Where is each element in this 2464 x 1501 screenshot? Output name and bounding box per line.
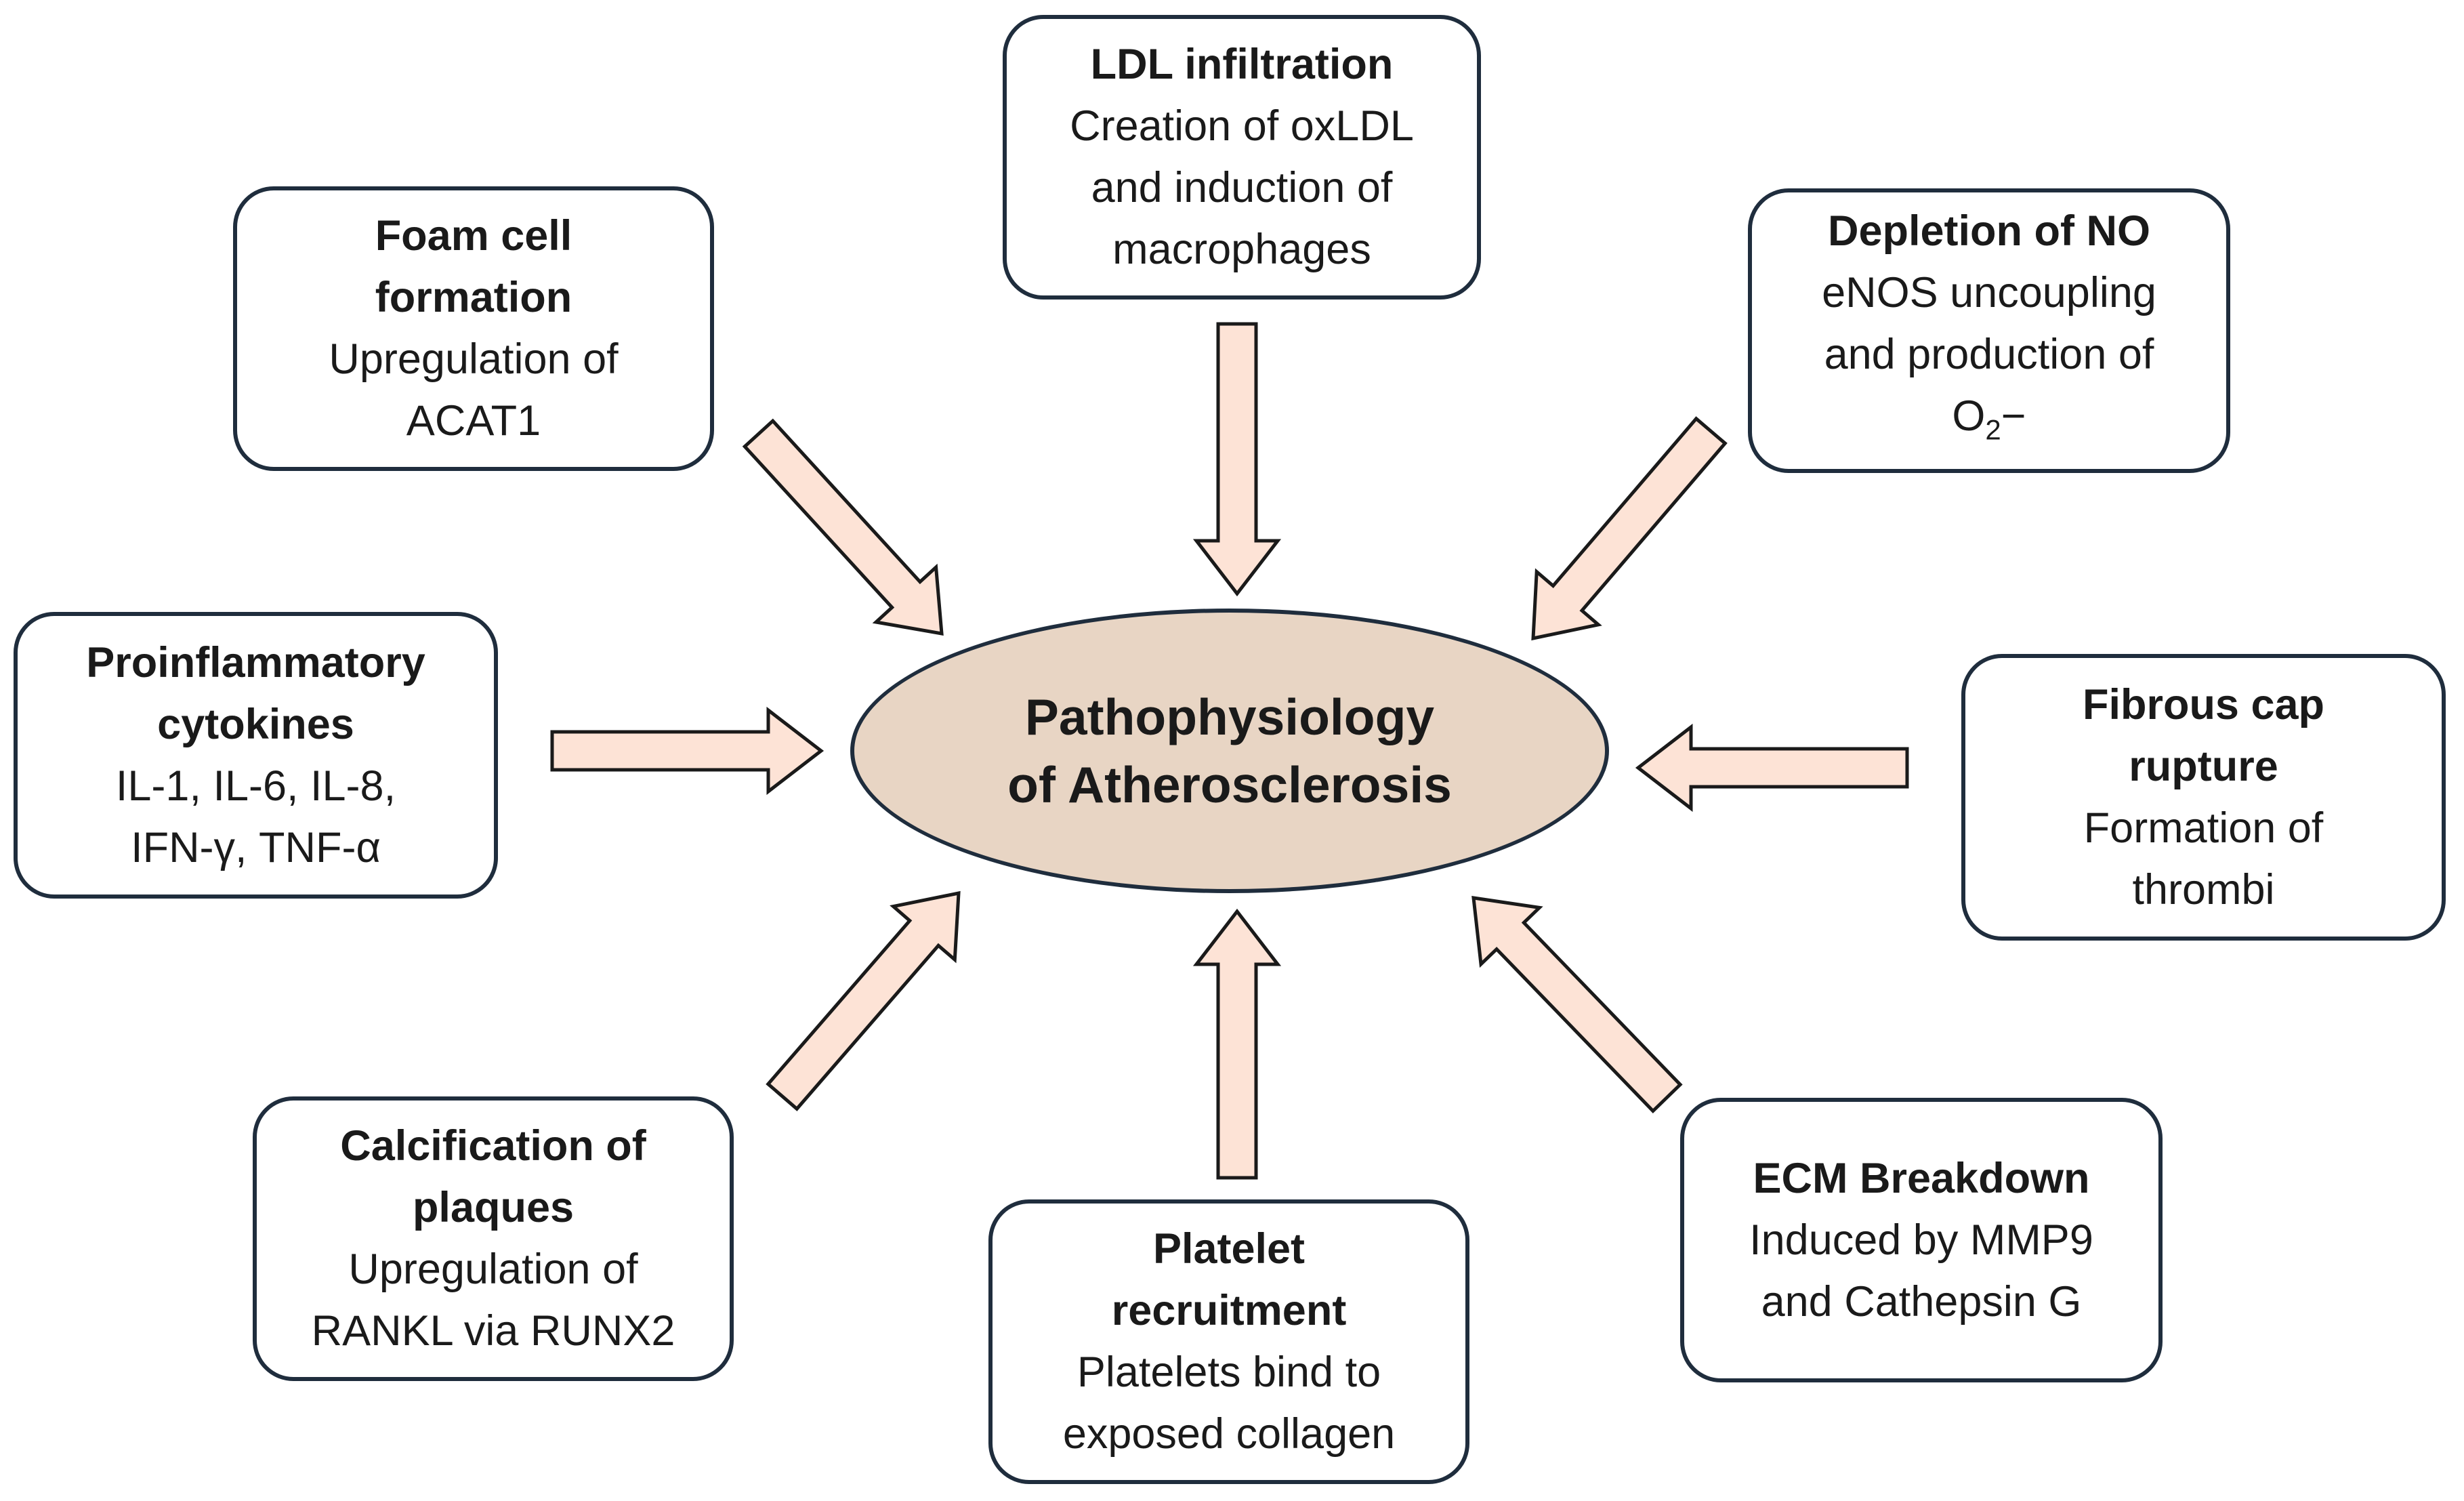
center-title-line2: of Atherosclerosis	[1007, 756, 1452, 813]
ldl-line-2: and induction of	[1091, 164, 1393, 211]
fibrous-title-2: rupture	[2129, 742, 2278, 790]
center-title-line1: Pathophysiology	[1024, 688, 1435, 745]
arrow-cytokines	[550, 706, 824, 796]
ecm-line-1: Induced by MMP9	[1749, 1216, 2093, 1264]
calcification-title-1: Calcification of	[340, 1122, 646, 1170]
ldl-line-3: macrophages	[1112, 226, 1371, 273]
arrow-foam	[742, 418, 944, 636]
fibrous-line-2: thrombi	[2132, 865, 2275, 913]
foam-title-2: formation	[375, 274, 572, 321]
cytokines-title-1: Proinflammatory	[86, 638, 425, 686]
platelet-line-1: Platelets bind to	[1077, 1349, 1381, 1396]
no-formula-base: O	[1952, 392, 1986, 440]
no-formula-sub: 2	[1985, 413, 2001, 446]
arrow-calcification	[766, 890, 961, 1111]
no-line-2: and production of	[1824, 331, 2154, 379]
calcification-title-2: plaques	[412, 1184, 575, 1231]
foam-title-1: Foam cell	[375, 212, 572, 260]
no-title: Depletion of NO	[1828, 207, 2150, 255]
ecm-title: ECM Breakdown	[1753, 1154, 2090, 1202]
no-line-1: eNOS uncoupling	[1822, 269, 2156, 317]
platelet-line-2: exposed collagen	[1062, 1410, 1396, 1458]
platelet-title-1: Platelet	[1152, 1225, 1306, 1273]
arrow-platelet	[1192, 908, 1282, 1180]
box-fibrous-cap-rupture: Fibrous cap rupture Formation of thrombi	[1961, 654, 2446, 941]
box-platelet-recruitment: Platelet recruitment Platelets bind to e…	[988, 1199, 1469, 1484]
ecm-line-2: and Cathepsin G	[1761, 1277, 2082, 1325]
ldl-line-1: Creation of oxLDL	[1070, 102, 1414, 150]
platelet-title-2: recruitment	[1111, 1287, 1347, 1334]
calcification-line-1: Upregulation of	[348, 1246, 638, 1293]
box-ecm-breakdown: ECM Breakdown Induced by MMP9 and Cathep…	[1680, 1098, 2163, 1382]
center-ellipse: Pathophysiology of Atherosclerosis	[850, 609, 1609, 893]
fibrous-line-1: Formation of	[2083, 804, 2324, 852]
foam-line-2: ACAT1	[406, 397, 541, 445]
fibrous-title-1: Fibrous cap	[2082, 680, 2325, 728]
arrow-no	[1531, 416, 1728, 641]
box-ldl-infiltration: LDL infiltration Creation of oxLDL and i…	[1003, 15, 1481, 300]
box-calcification-of-plaques: Calcification of plaques Upregulation of…	[253, 1096, 734, 1381]
foam-line-1: Upregulation of	[329, 335, 619, 383]
cytokines-title-2: cytokines	[157, 700, 354, 748]
calcification-line-2: RANKL via RUNX2	[311, 1307, 675, 1355]
arrow-ecm	[1471, 896, 1683, 1114]
cytokines-line-2: IFN-γ, TNF-α	[131, 823, 381, 871]
ldl-title: LDL infiltration	[1090, 41, 1394, 88]
box-depletion-of-no: Depletion of NO eNOS uncoupling and prod…	[1748, 188, 2230, 473]
arrow-fibrous	[1635, 723, 1909, 813]
cytokines-line-1: IL-1, IL-6, IL-8,	[115, 762, 396, 810]
no-formula-sup: −	[2001, 392, 2026, 440]
box-proinflammatory-cytokines: Proinflammatory cytokines IL-1, IL-6, IL…	[14, 612, 498, 899]
no-formula: O2−	[1952, 386, 2026, 461]
arrow-ldl	[1192, 322, 1282, 597]
box-foam-cell-formation: Foam cell formation Upregulation of ACAT…	[233, 186, 714, 471]
